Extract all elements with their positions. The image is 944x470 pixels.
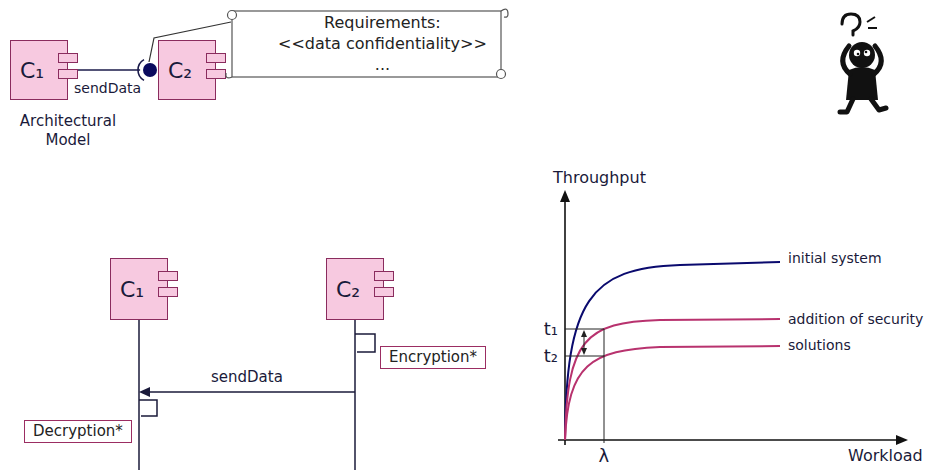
axis-arrowhead — [896, 435, 908, 445]
provided-ball — [143, 63, 157, 77]
activity-box: Encryption* — [380, 346, 486, 369]
scroll-curl — [228, 11, 237, 20]
component-port — [158, 271, 178, 281]
guide-lines — [565, 329, 604, 443]
person-pupil — [857, 53, 860, 56]
person-arms — [843, 46, 882, 74]
confused-person-icon — [840, 14, 886, 112]
component-port — [58, 69, 78, 79]
lifeline — [354, 320, 356, 470]
question-mark — [842, 14, 860, 35]
activity-box: Decryption* — [24, 420, 132, 443]
component-box: C₁ — [10, 40, 68, 100]
throughput-marker — [565, 356, 604, 357]
question-dot — [852, 40, 853, 41]
message-line — [148, 391, 355, 393]
sequence-lines — [139, 320, 375, 470]
scroll-curl — [226, 73, 232, 78]
throughput-curve — [565, 262, 780, 440]
lifeline-component-box: C₁ — [110, 258, 168, 320]
x-axis — [558, 439, 898, 441]
person-legs — [840, 99, 886, 112]
axis-value: t₁ — [530, 318, 558, 339]
curve-label: initial system — [788, 250, 882, 266]
model-caption: Architectural Model — [6, 112, 130, 150]
difference-arrowhead — [581, 330, 587, 337]
axis-title: Workload — [848, 446, 923, 465]
workload-marker — [604, 329, 605, 443]
node-text: Encryption* — [389, 348, 477, 367]
interface-joint — [138, 60, 160, 81]
component-port — [206, 53, 226, 63]
node-text: C₂ — [168, 58, 192, 83]
component-port — [374, 287, 394, 297]
scroll-sheet — [232, 11, 501, 77]
component-port — [374, 271, 394, 281]
axis-value: t₂ — [530, 345, 558, 366]
person-eye — [854, 50, 860, 56]
person-pupil — [865, 51, 868, 54]
puzzle-stroke — [868, 27, 877, 29]
component-box: C₂ — [158, 40, 216, 100]
message-label: sendData — [211, 368, 283, 386]
axis-title: Throughput — [553, 168, 646, 187]
lifeline — [138, 320, 140, 470]
node-text: Decryption* — [33, 422, 123, 441]
note-text: Requirements: — [278, 12, 487, 33]
node-text: C₁ — [120, 277, 144, 302]
connector-label: sendData — [74, 80, 141, 96]
difference-arrowhead — [581, 348, 587, 355]
puzzle-stroke — [867, 17, 875, 22]
component-port — [58, 53, 78, 63]
note-text: ... — [278, 54, 487, 75]
axis-arrowhead — [560, 190, 570, 202]
scroll-curl — [501, 9, 508, 17]
requirements-note: Requirements:<<data confidentiality>>... — [222, 4, 513, 83]
throughput-marker — [565, 329, 604, 330]
component-port — [206, 69, 226, 79]
axis-value: λ — [599, 445, 610, 466]
person-eye — [864, 50, 870, 56]
joint-mask — [140, 60, 160, 80]
node-text: C₁ — [20, 58, 44, 83]
throughput-curve — [565, 319, 780, 440]
note-text: <<data confidentiality>> — [278, 33, 487, 54]
lifeline-component-box: C₂ — [326, 258, 384, 320]
message-arrowhead — [139, 387, 150, 397]
self-message — [355, 334, 375, 352]
component-port — [158, 287, 178, 297]
throughput-curve — [565, 346, 780, 440]
person-head — [849, 42, 875, 68]
self-message — [139, 400, 157, 416]
node-text: C₂ — [336, 277, 360, 302]
scroll-curl — [497, 70, 506, 79]
curve-label: addition of security solutions — [788, 306, 938, 358]
